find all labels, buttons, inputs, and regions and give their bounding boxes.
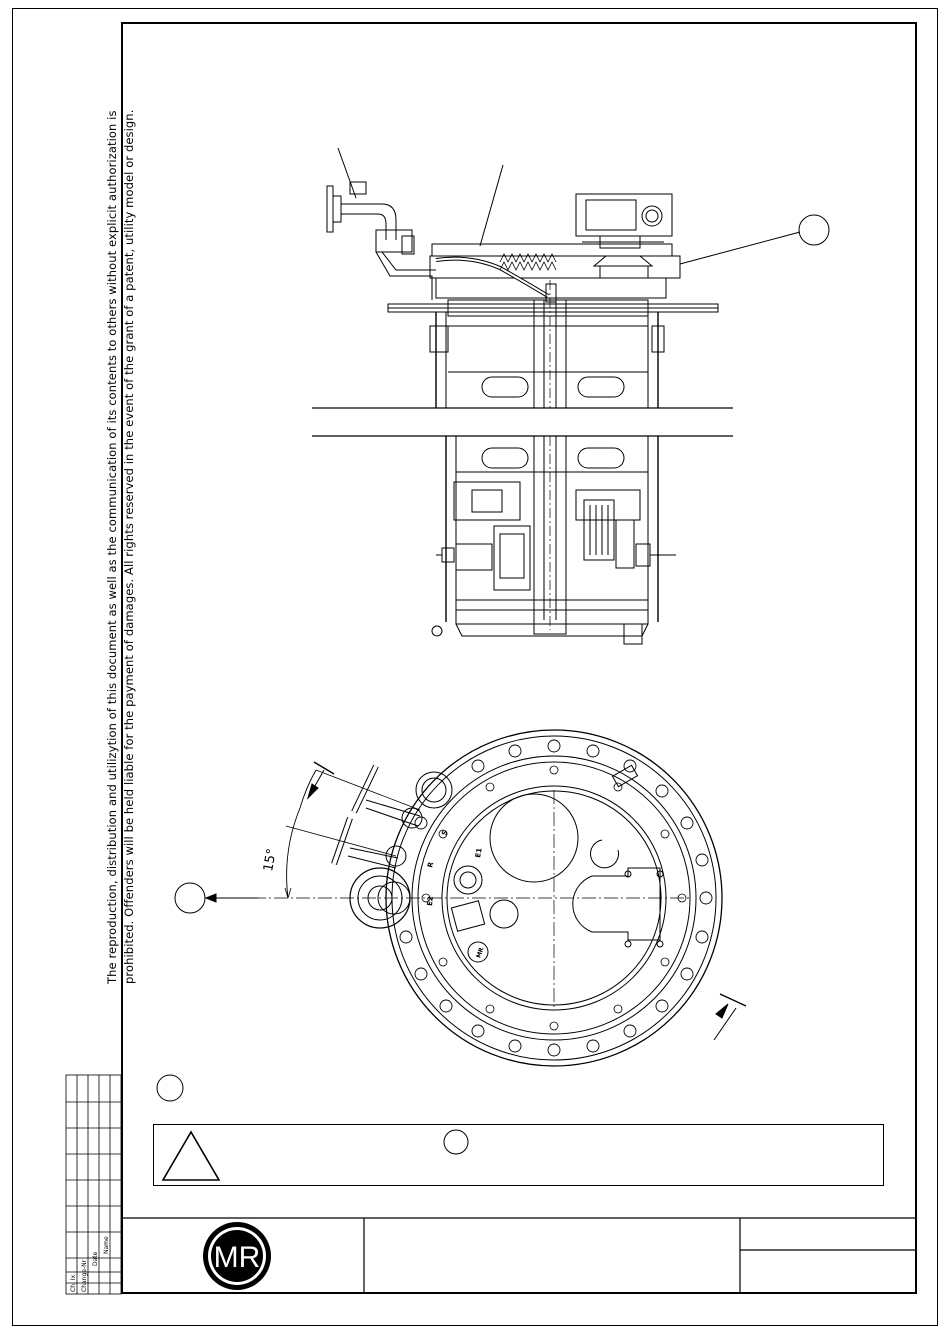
revision-header-ch-ix: Ch. Ix (70, 1274, 77, 1292)
terminal-label-e1: E1 (474, 847, 484, 858)
revision-table (65, 1074, 122, 1295)
callout-circle-warning (443, 1129, 469, 1155)
side-view (312, 147, 830, 645)
drawing-sheet-frame (12, 8, 938, 1326)
warning-triangle-icon (161, 1130, 221, 1181)
warning-note-box (153, 1124, 884, 1186)
callout-circle-left (174, 882, 206, 914)
revision-header-name: Name (103, 1236, 110, 1254)
terminal-label-e2: E2 (426, 896, 435, 906)
angle-label: 15° (261, 847, 280, 872)
callout-circle-top (798, 214, 830, 246)
revision-header-date: Date (92, 1251, 99, 1266)
mr-logo-text: MR (214, 1241, 261, 1274)
emblem-label: MR (475, 946, 485, 959)
title-block (121, 1217, 917, 1294)
terminal-label-r: R (426, 861, 435, 869)
callout-circle-note (156, 1074, 184, 1102)
revision-header-change-nr: Change-Nr (81, 1259, 88, 1292)
top-view (174, 729, 747, 1067)
terminal-label-s: S (440, 829, 449, 836)
drawing-area-frame (121, 22, 917, 1294)
